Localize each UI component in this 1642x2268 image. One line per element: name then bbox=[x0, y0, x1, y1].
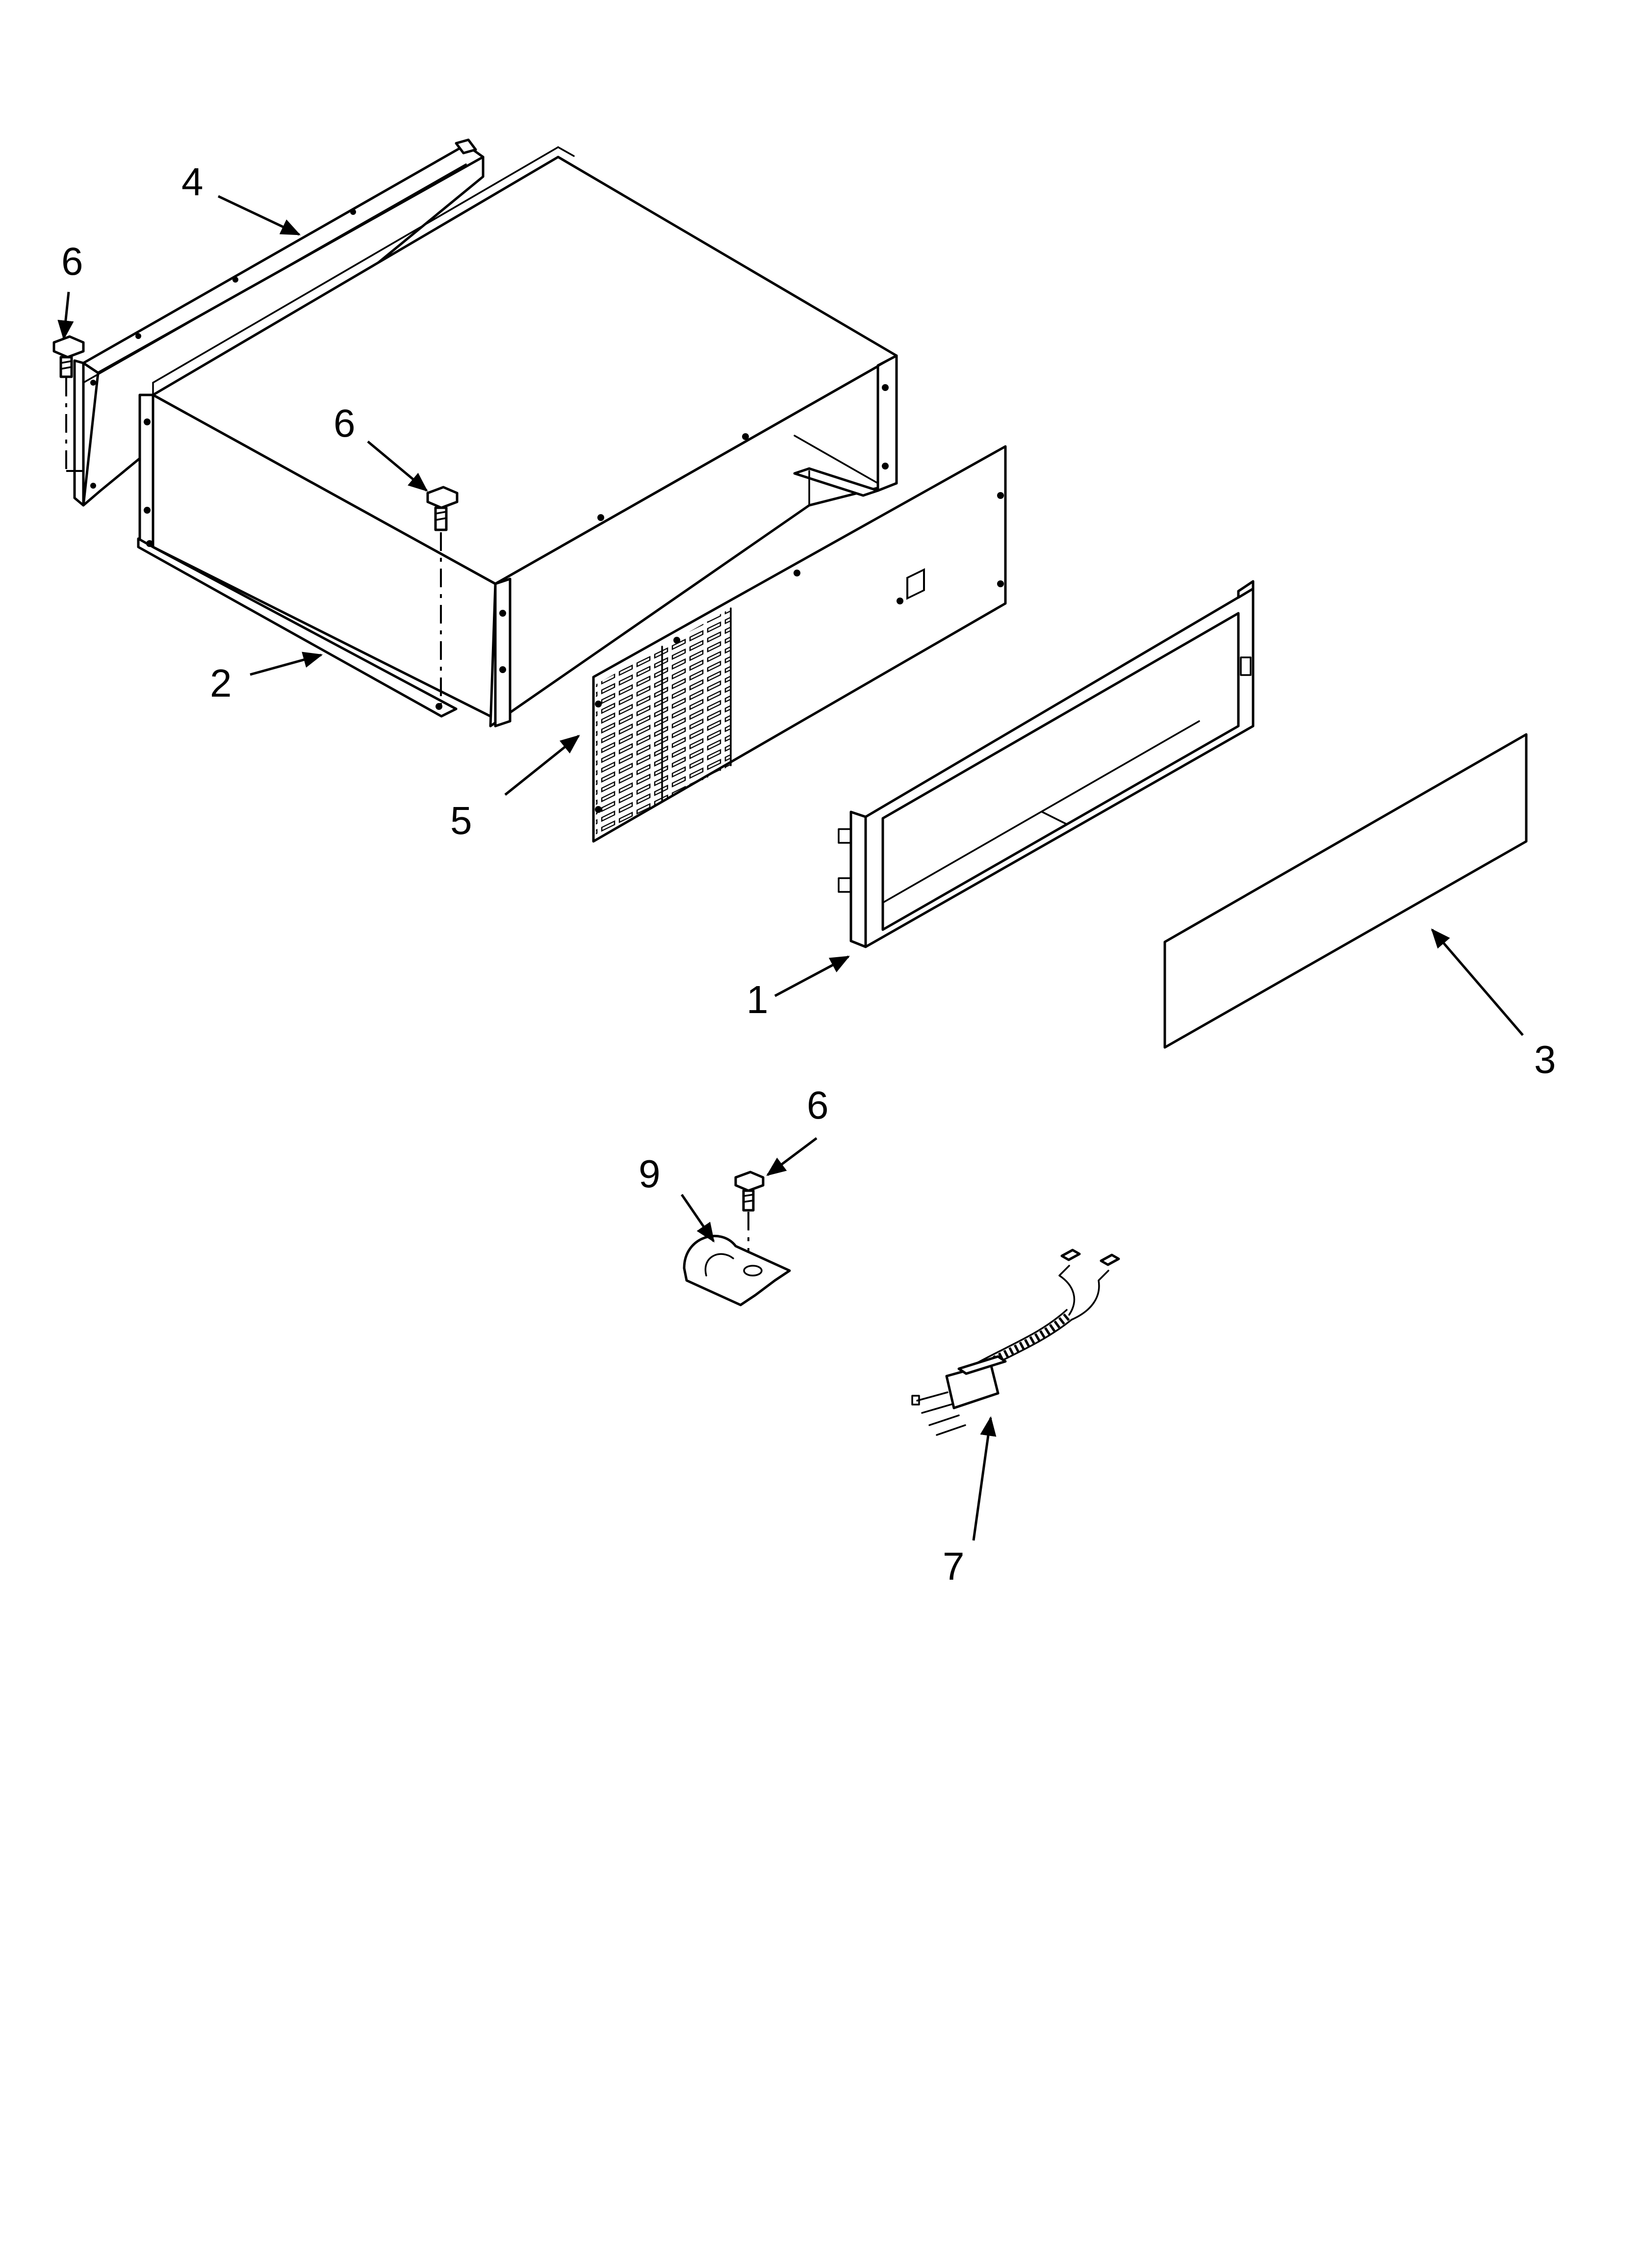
callout-3: 3 bbox=[1534, 1038, 1556, 1081]
callout-labels: 4 6 6 2 5 1 3 6 9 7 bbox=[61, 160, 1556, 1588]
part-1-front-frame bbox=[838, 580, 1255, 948]
callout-6-top-left: 6 bbox=[61, 239, 83, 283]
callout-2: 2 bbox=[210, 661, 232, 705]
part-5-louvered-panel bbox=[592, 445, 1007, 843]
callout-5: 5 bbox=[450, 799, 472, 842]
callout-9: 9 bbox=[639, 1152, 661, 1196]
part-6-screw-center bbox=[426, 486, 459, 706]
callout-6-lower: 6 bbox=[807, 1083, 829, 1127]
part-3-front-panel-insert bbox=[1163, 733, 1528, 1049]
part-9-wire-clip bbox=[683, 1234, 791, 1306]
callout-4: 4 bbox=[181, 160, 204, 204]
part-7-wire-harness bbox=[911, 1249, 1120, 1436]
callout-6-center: 6 bbox=[334, 401, 356, 445]
part-2-cabinet-wrapper bbox=[137, 146, 898, 728]
leader-lines bbox=[57, 195, 1524, 1541]
callout-7: 7 bbox=[943, 1544, 965, 1588]
callout-1: 1 bbox=[746, 978, 769, 1021]
